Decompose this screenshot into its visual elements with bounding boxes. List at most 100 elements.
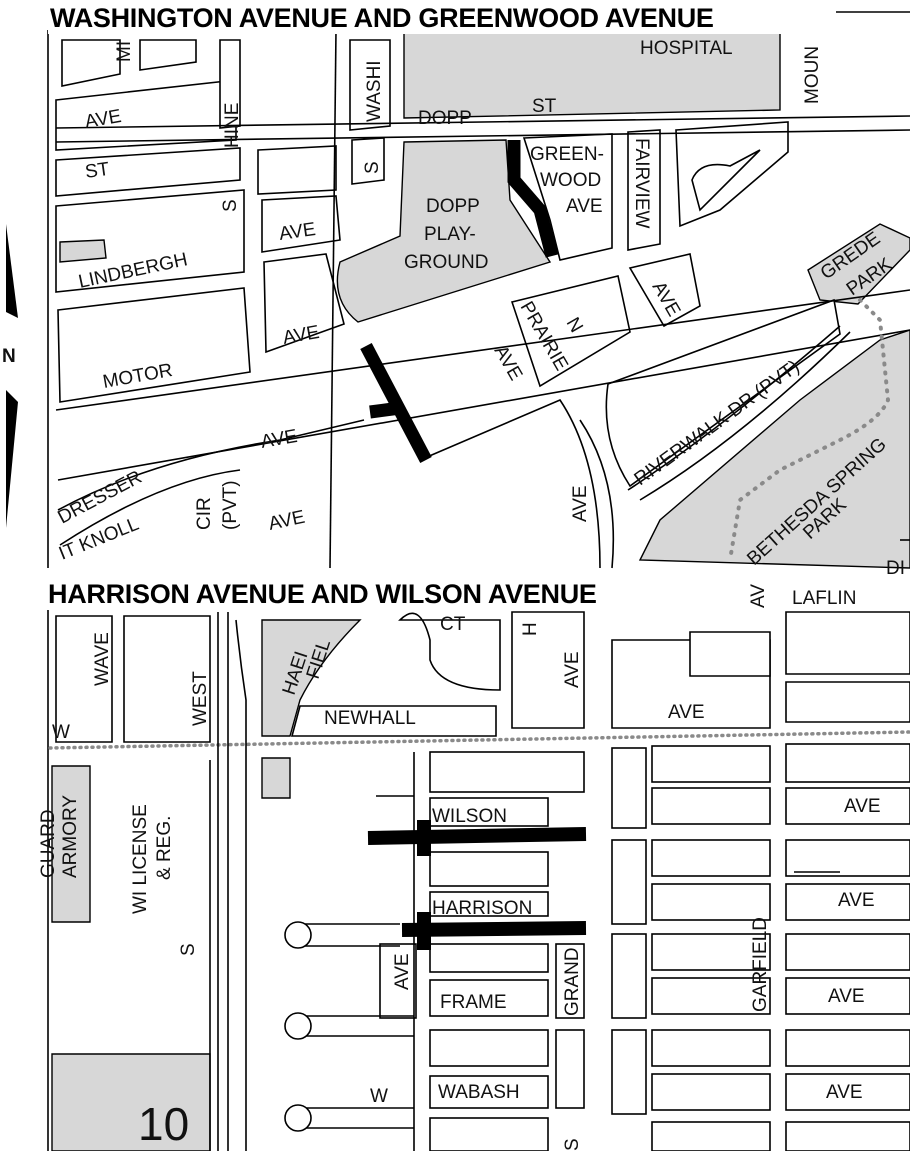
street-label: S: [220, 199, 241, 212]
grede-park: [807, 223, 910, 305]
cul-de-sacs: [284, 752, 840, 1151]
railroad: [48, 730, 910, 750]
block: [510, 275, 631, 388]
block: [429, 979, 549, 1017]
street-label: AVE: [570, 485, 591, 522]
street-label: AVE: [267, 507, 307, 535]
block: [123, 615, 211, 743]
block: [651, 1073, 771, 1111]
small-parcel: [261, 757, 291, 799]
block: [785, 1121, 910, 1151]
street-label: AVE: [278, 219, 317, 245]
street-label: AVE: [562, 651, 583, 688]
street-label: ST: [532, 96, 557, 117]
block: [651, 745, 771, 783]
building-label: GUARD: [38, 809, 59, 878]
top-title-backing: [48, 0, 834, 34]
block: [55, 147, 241, 197]
road-edge: [59, 469, 241, 546]
road-edge: [419, 399, 601, 569]
cul-de-sac: [284, 1104, 312, 1132]
north-arrow-label: N: [2, 346, 16, 367]
block: [555, 1029, 585, 1109]
street-label: WEST: [190, 671, 211, 726]
street-label: GREEN-: [530, 144, 604, 165]
street-label: WABASH: [438, 1082, 520, 1103]
block: [785, 1029, 910, 1067]
block: [351, 137, 385, 185]
street-label: WOOD: [540, 170, 601, 191]
block: [61, 39, 121, 87]
river-edge: [639, 331, 851, 501]
street-label: S: [362, 161, 383, 174]
park-label: PLAY-: [424, 224, 476, 245]
block: [429, 1029, 549, 1067]
block: [429, 1117, 549, 1151]
street-label: AVE: [490, 342, 526, 384]
road-edge: [55, 129, 910, 143]
street-label: DI: [886, 558, 905, 579]
street-label: AVE: [566, 196, 603, 217]
street-label: AV: [748, 584, 769, 608]
top-map-panel: MI WASHI HOSPITAL MOUN AVE HINE DOPP ST …: [47, 11, 910, 579]
street-label: AVE: [844, 796, 881, 817]
road-edge: [55, 115, 910, 129]
block: [379, 943, 417, 1019]
park-label: DOPP: [426, 196, 480, 217]
armory-grounds: [51, 765, 91, 923]
street-label: AVE: [826, 1082, 863, 1103]
street-label: ST: [84, 159, 111, 183]
block: [651, 1029, 771, 1067]
sheet-number: 10: [138, 1098, 189, 1150]
block: [429, 851, 549, 887]
block: [611, 933, 647, 1019]
road-edge: [57, 419, 365, 511]
street-label: AVE: [828, 986, 865, 1007]
haeger-field: [261, 619, 362, 737]
block: [429, 891, 549, 917]
block: [605, 298, 841, 488]
street-label: FAIRVIEW: [631, 138, 652, 229]
block: [785, 933, 910, 971]
block: [290, 705, 497, 737]
block: [785, 743, 910, 783]
block: [261, 195, 341, 253]
street-edge: [302, 923, 400, 947]
city-blocks: [379, 743, 910, 1151]
road-edge: [57, 329, 910, 481]
street-label: S: [178, 943, 199, 956]
block: [785, 839, 910, 877]
block: [139, 39, 197, 71]
street-label: HARRISON: [432, 898, 532, 919]
north-arrow-lower: [6, 390, 18, 528]
street-label: FRAME: [440, 992, 507, 1013]
street-label: MI: [114, 41, 135, 62]
block: [611, 747, 647, 829]
small-park: [59, 239, 107, 263]
block: [511, 611, 585, 729]
block: [555, 943, 585, 1019]
street-edge: [376, 752, 415, 1151]
block: [628, 253, 701, 328]
bottom-map-panel: AV LAFLIN WAVE WEST HAEI FIEL CT H AVE W…: [38, 584, 910, 1151]
street-label: HINE: [222, 103, 243, 148]
street-label: MOUN: [802, 46, 823, 104]
block: [785, 787, 910, 825]
block: [55, 615, 113, 743]
work-zone-wilson: [367, 827, 587, 845]
bottom-title-backing: [46, 574, 694, 610]
cul-de-sac: [284, 921, 312, 949]
street-label: WASHI: [364, 60, 385, 122]
street-edge: [302, 1015, 414, 1037]
block: [651, 883, 771, 921]
block: [627, 129, 661, 251]
block: [651, 787, 771, 825]
work-zone-greenwood: [507, 140, 559, 258]
block: [651, 1121, 771, 1151]
street-label: AVE: [838, 890, 875, 911]
street-label: GRAND: [562, 947, 583, 1016]
street-label: HOSPITAL: [640, 38, 733, 59]
top-section-title: WASHINGTON AVENUE AND GREENWOOD AVENUE: [50, 3, 714, 33]
building-label: ARMORY: [60, 795, 81, 878]
